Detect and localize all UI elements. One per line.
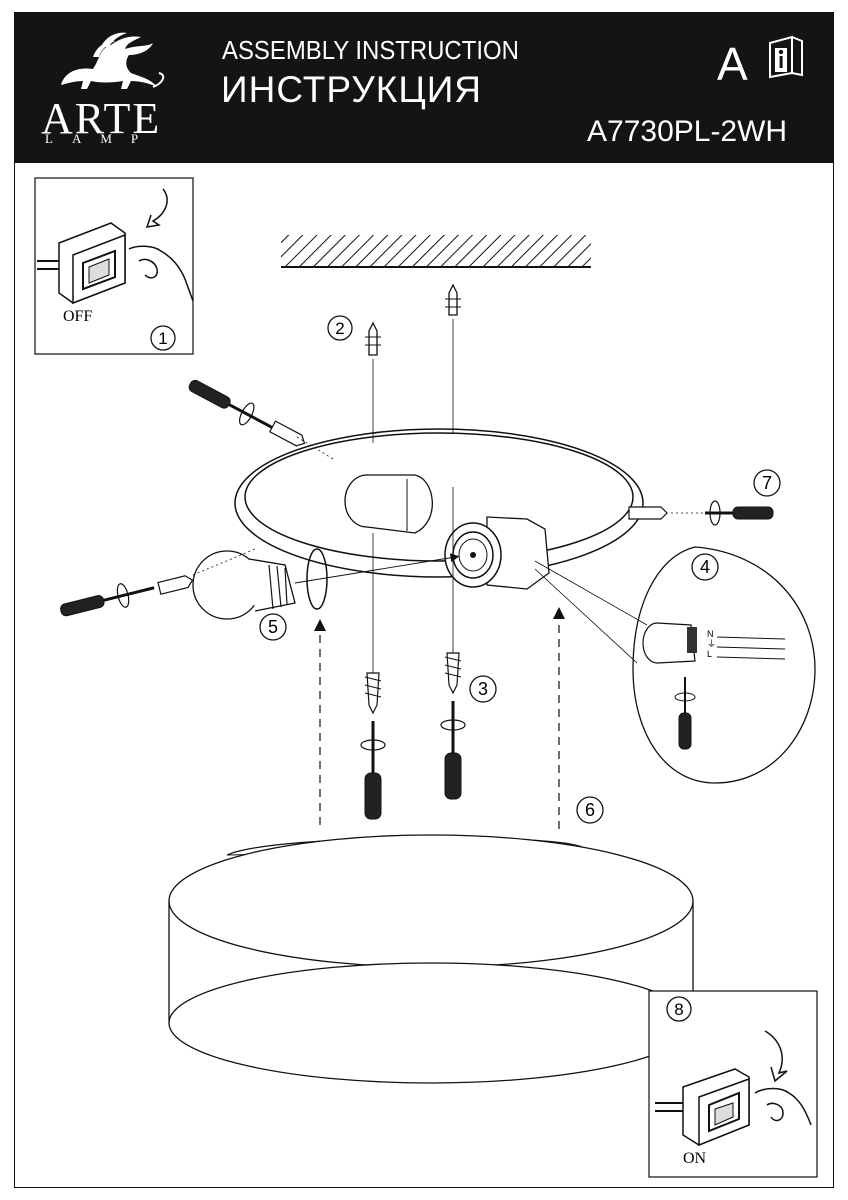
wall-plug-icon [445, 283, 461, 316]
wall-plug-icon [365, 321, 381, 356]
brand-name: ARTE [41, 94, 162, 143]
screwdriver-icon [440, 701, 466, 800]
step-1-label: OFF [63, 308, 92, 325]
wire-label-n: N [707, 629, 714, 639]
hand-icon [128, 245, 194, 302]
screw-icon [628, 506, 668, 520]
griffin-logo-icon [61, 32, 165, 89]
rotate-arrow-icon [764, 1030, 788, 1083]
mounting-ring [234, 428, 644, 578]
lamp-socket-icon [344, 474, 433, 534]
hand-icon [754, 1087, 812, 1126]
brand-subtitle: LAMP [45, 131, 158, 146]
assembly-diagram: OFF 1 2 [34, 177, 818, 1178]
instruction-sheet: ARTE LAMP ASSEMBLY INSTRUCTION ИНСТРУКЦИ… [14, 12, 834, 1188]
header-bar: ARTE LAMP ASSEMBLY INSTRUCTION ИНСТРУКЦИ… [15, 13, 833, 163]
language-letter: A [717, 38, 748, 90]
screw-icon [269, 420, 306, 447]
step-2-group: 2 [327, 283, 461, 443]
ceiling-hatch-icon [281, 235, 591, 268]
step-6-group: 6 [314, 607, 604, 829]
title-russian: ИНСТРУКЦИЯ [221, 69, 483, 110]
step-8-panel: 8 ON [648, 990, 818, 1178]
screwdriver-icon [188, 379, 274, 430]
light-bulb-icon [192, 550, 296, 620]
screw-icon [157, 575, 194, 595]
rotate-arrow-icon [145, 188, 168, 228]
step-1-panel: OFF 1 [34, 177, 194, 355]
step-7-number: 7 [762, 473, 772, 493]
model-number: A7730PL-2WH [587, 115, 788, 148]
title-english: ASSEMBLY INSTRUCTION [222, 35, 519, 65]
screw-icon [444, 652, 462, 695]
wall-switch-icon [655, 1068, 750, 1147]
lamp-shade [168, 834, 694, 1084]
step-6-number: 6 [585, 800, 595, 820]
step-5-number: 5 [268, 617, 278, 637]
screwdriver-icon [705, 500, 774, 526]
step-1-number: 1 [158, 329, 167, 348]
info-book-icon [769, 35, 803, 79]
step-4-number: 4 [700, 557, 710, 577]
rotate-arrow-icon [306, 548, 328, 610]
step-7-group: 7 [628, 469, 781, 526]
wire-label-l: L [707, 649, 712, 659]
step-3-number: 3 [478, 679, 488, 699]
lamp-socket-icon [642, 622, 697, 664]
wire-label-earth: ⏚ [707, 639, 716, 649]
lamp-socket-icon [444, 516, 550, 590]
step-3-group: 3 [360, 487, 497, 820]
screwdriver-icon [60, 583, 155, 617]
screwdriver-icon [674, 677, 696, 750]
step-8-label: ON [683, 1150, 707, 1167]
step-8-number: 8 [674, 1000, 683, 1019]
screwdriver-icon [360, 721, 386, 820]
wall-switch-icon [37, 222, 126, 305]
step-2-number: 2 [335, 319, 344, 338]
step-4-panel: 4 N ⏚ L [534, 546, 816, 784]
screw-icon [364, 672, 382, 715]
